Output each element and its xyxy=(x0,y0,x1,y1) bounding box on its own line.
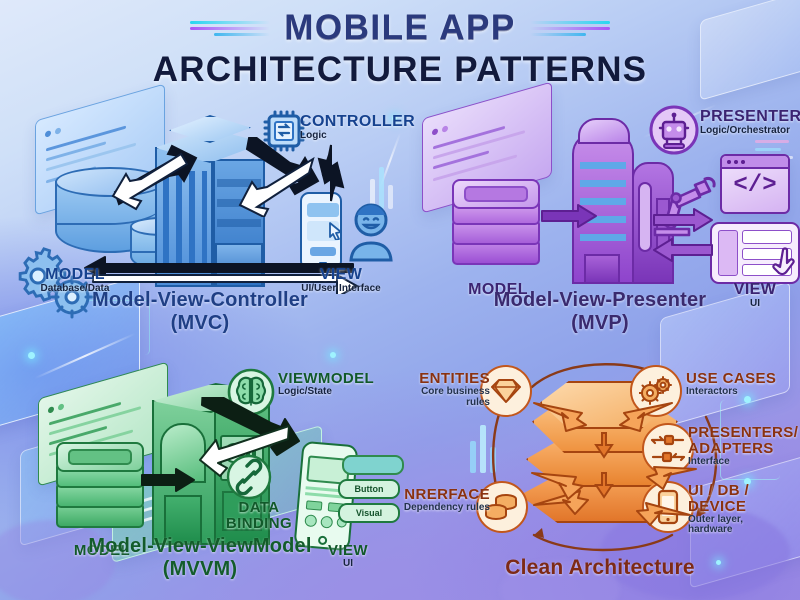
title-accent-left xyxy=(190,18,271,39)
title-accent-right xyxy=(529,18,610,39)
mvp-code-window xyxy=(422,81,552,214)
mvc-model-label: MODEL Database/Data xyxy=(40,266,110,294)
mvvm-view-label: VIEW UI xyxy=(328,542,368,569)
title-line-1: MOBILE APP xyxy=(284,8,516,47)
smartphone-icon xyxy=(642,481,694,533)
coins-icon xyxy=(476,481,528,533)
mvc-pattern-title: Model-View-Controller (MVC) xyxy=(91,289,309,334)
mvc-phone-icon xyxy=(300,192,342,270)
mvp-model-label: MODEL xyxy=(468,281,528,298)
mvp-building xyxy=(572,102,692,297)
adapter-arrows-icon xyxy=(642,423,694,475)
pattern-mvc: CONTROLLER Logic xyxy=(0,83,416,342)
clean-presenters-label: PRESENTERS/ ADAPTERS Interface xyxy=(688,424,799,467)
poster-title: MOBILE APP ARCHITECTURE PATTERNS xyxy=(0,8,800,90)
mvvm-pill-top xyxy=(342,455,404,475)
gears-icon xyxy=(630,365,682,417)
mvvm-pattern-title: Model-View-ViewModel (MVVM) xyxy=(88,535,312,580)
clean-device-label: UI / DB / DEVICE Outer layer, hardware xyxy=(688,482,750,536)
clean-pattern-title: Clean Architecture xyxy=(505,556,695,580)
mvp-pattern-title: Model-View-Presenter (MVP) xyxy=(493,289,707,334)
mvc-view-label: VIEW UI/User Interface xyxy=(301,266,381,294)
mvp-tablet-icon xyxy=(710,222,800,284)
diamond-icon xyxy=(480,365,532,417)
mvp-view-label: VIEW UI xyxy=(733,281,777,309)
mvvm-pill-visual[interactable]: Visual xyxy=(338,503,400,523)
code-brackets-icon: </> xyxy=(720,154,790,214)
clean-interface-label: NRERFACE Dependency rules xyxy=(403,486,490,513)
pattern-mvvm: VIEWMODEL Logic/State DATA BINDING xyxy=(0,345,404,600)
mvp-presenter-label: PRESENTER Logic/Orchestrator xyxy=(700,108,800,136)
mvvm-pill-button[interactable]: Button xyxy=(338,479,400,499)
pattern-clean-architecture: ENTITIES Core business rules USE CASES I… xyxy=(400,345,800,600)
title-line-2: ARCHITECTURE PATTERNS xyxy=(152,50,648,89)
mvvm-data-binding-label: DATA BINDING xyxy=(225,499,293,532)
user-avatar-icon xyxy=(349,203,393,262)
clean-entities-label: ENTITIES Core business rules xyxy=(419,370,490,408)
clean-use-cases-label: USE CASES Interactors xyxy=(686,370,777,397)
mvvm-code-window xyxy=(38,361,168,487)
hand-pointer-icon xyxy=(772,247,795,276)
mvvm-viewmodel-label: VIEWMODEL Logic/State xyxy=(278,370,375,397)
mvvm-model-label: MODEL xyxy=(73,542,131,559)
mvc-controller-label: CONTROLLER Logic xyxy=(300,113,416,141)
mvc-building xyxy=(155,107,265,297)
pattern-mvp: PRESENTER Logic/Orchestrator </> xyxy=(400,81,800,342)
